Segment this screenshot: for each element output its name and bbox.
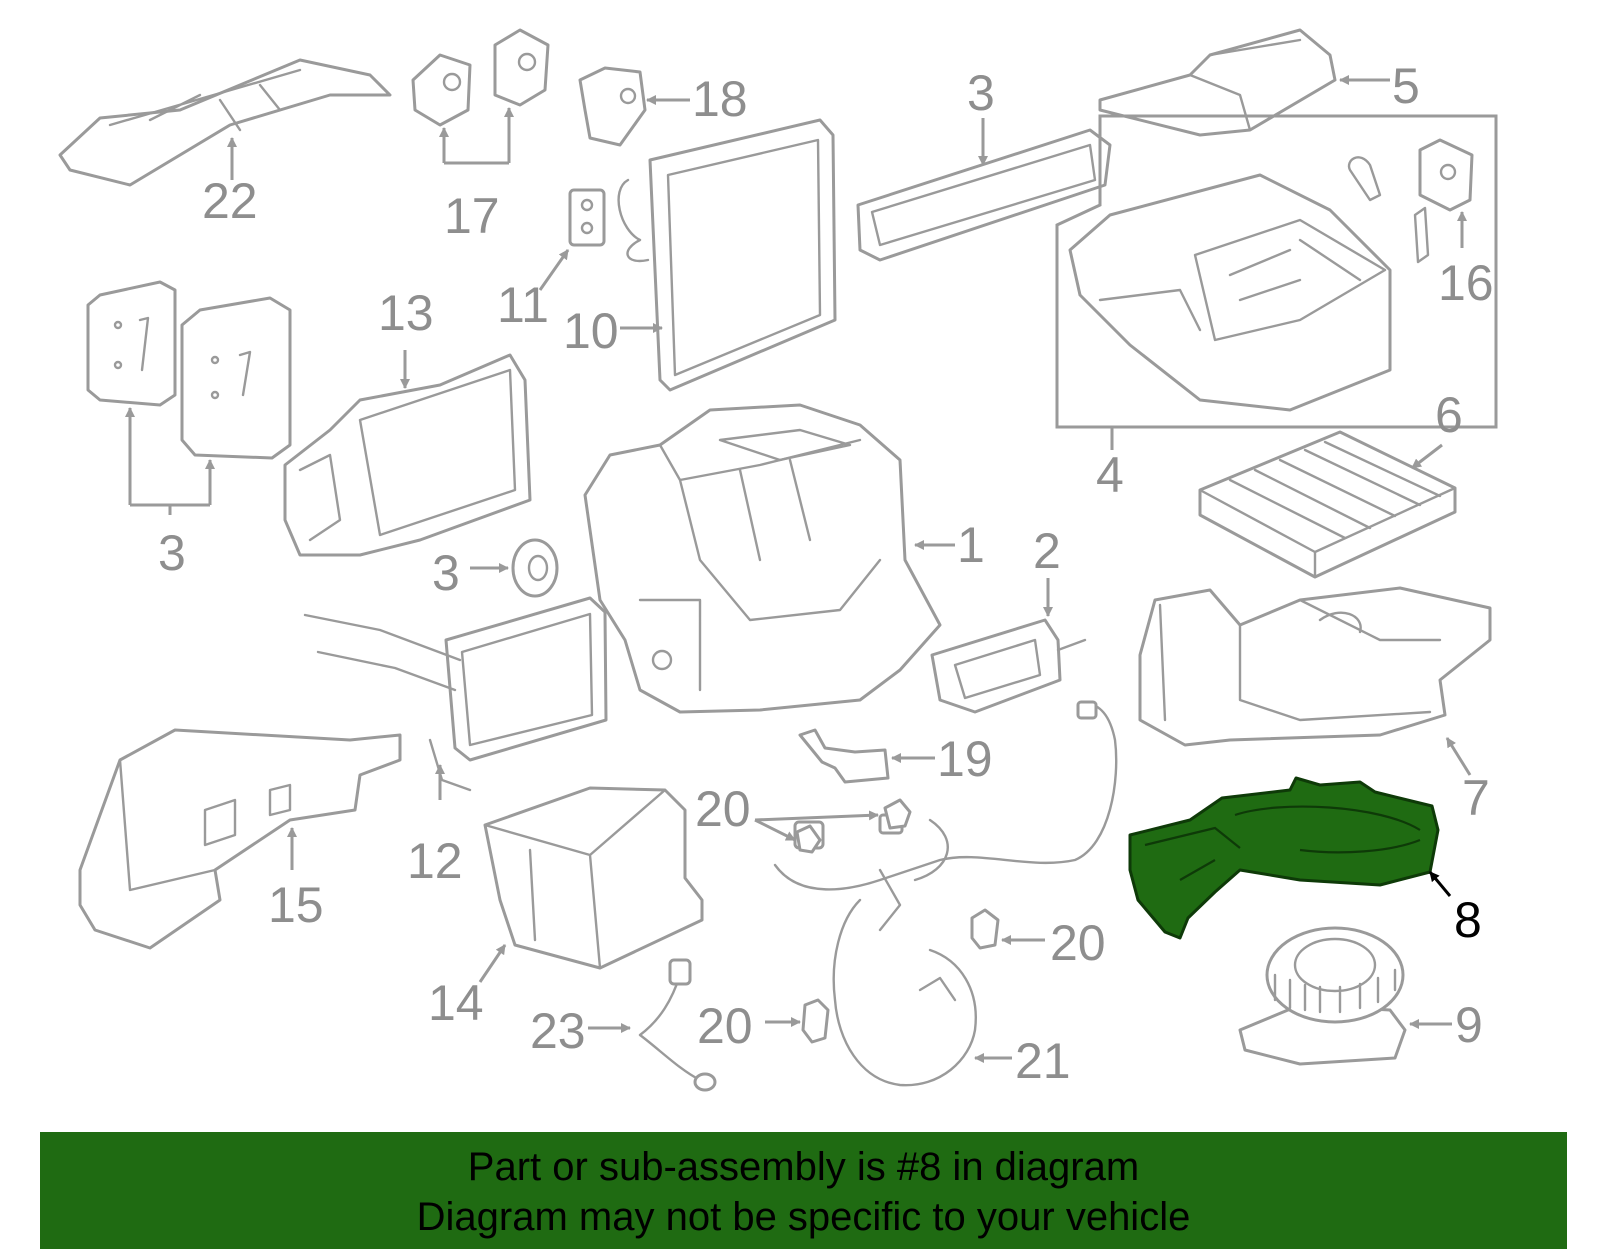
part-7-blower-case [1138, 586, 1492, 776]
callout-3-small: 3 [432, 545, 460, 601]
part-10-evaporator [617, 118, 837, 392]
part-20-sensors [754, 798, 1045, 1044]
part-22-duct [58, 58, 392, 187]
part-18-actuator [578, 66, 690, 147]
callout-18: 18 [692, 71, 748, 127]
callout-22: 22 [202, 173, 258, 229]
callout-3-left: 3 [158, 525, 186, 581]
callout-14: 14 [428, 975, 484, 1031]
callout-19: 19 [937, 731, 993, 787]
callout-23: 23 [530, 1003, 586, 1059]
info-banner: Part or sub-assembly is #8 in diagram Di… [40, 1132, 1567, 1249]
part-14-case-module [478, 786, 704, 983]
callout-21: 21 [1015, 1033, 1071, 1089]
callout-1: 1 [957, 517, 985, 573]
part-2-module [930, 578, 1087, 714]
callout-9: 9 [1455, 997, 1483, 1053]
callout-4: 4 [1096, 447, 1124, 503]
callout-2: 2 [1033, 523, 1061, 579]
part-5-cover [1098, 28, 1390, 137]
part-3-seal-top [856, 118, 1112, 262]
part-13-case-half [283, 350, 532, 557]
callout-11: 11 [497, 277, 549, 333]
part-8-highlighted [1128, 776, 1452, 940]
callout-10: 10 [563, 303, 619, 359]
part-6-filter [1198, 430, 1457, 579]
part-12-heater-core [303, 596, 608, 800]
callout-20-c: 20 [697, 998, 753, 1054]
part-23-hose [588, 958, 717, 1092]
callout-13: 13 [378, 285, 434, 341]
callout-6: 6 [1435, 387, 1463, 443]
callout-3-top: 3 [967, 65, 995, 121]
callout-12: 12 [407, 833, 463, 889]
callout-15: 15 [268, 877, 324, 933]
callout-17: 17 [444, 188, 500, 244]
callout-20-a: 20 [695, 781, 751, 837]
part-4-case-assembly [1055, 114, 1498, 450]
part-11-expansion-valve [538, 188, 606, 291]
callout-5: 5 [1392, 58, 1420, 114]
callout-7: 7 [1462, 770, 1490, 826]
part-3-grommet [470, 538, 559, 598]
callout-16: 16 [1438, 255, 1494, 311]
part-3-seals-left [86, 280, 292, 515]
part-9-blower-motor [1238, 926, 1452, 1066]
banner-line-1: Part or sub-assembly is #8 in diagram [467, 1145, 1140, 1189]
callout-20-b: 20 [1050, 915, 1106, 971]
part-17-actuators [411, 28, 550, 165]
part-15-duct [78, 728, 402, 950]
callout-8: 8 [1454, 892, 1482, 948]
part-19-sensor [798, 728, 935, 784]
banner-line-2: Diagram may not be specific to your vehi… [416, 1195, 1191, 1239]
part-1-hvac-case [583, 403, 955, 714]
